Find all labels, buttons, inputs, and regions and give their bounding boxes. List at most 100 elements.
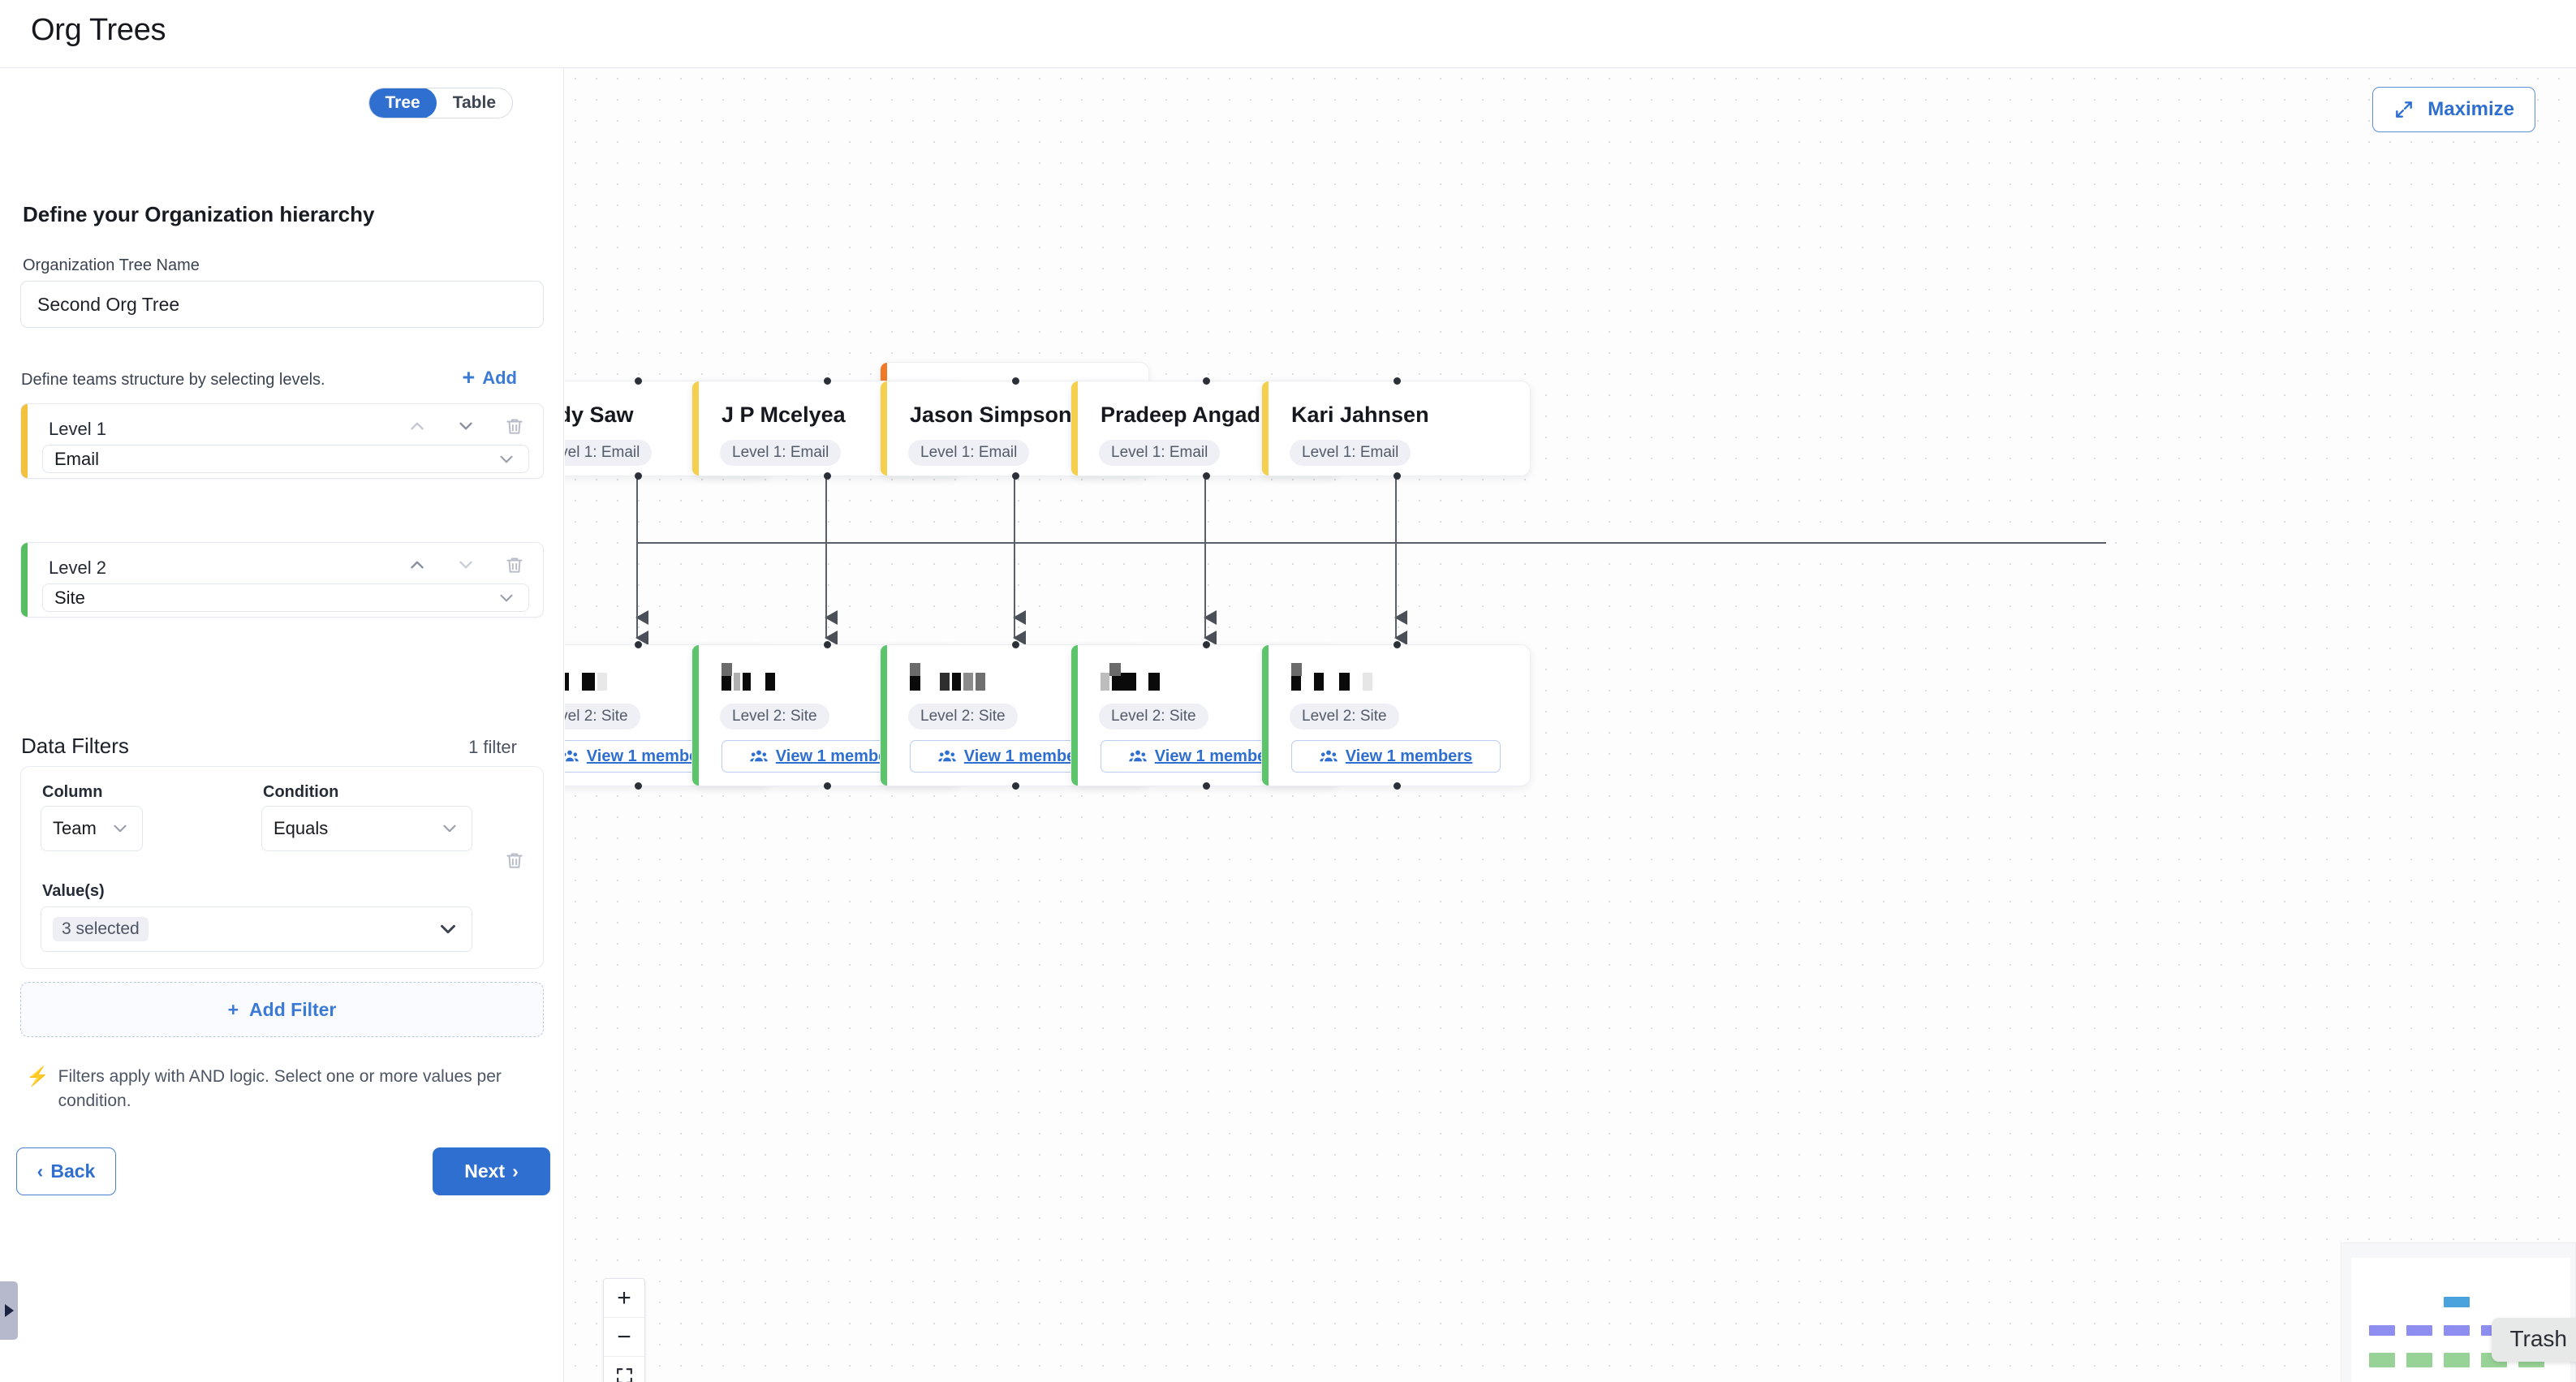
redacted-node-title [565,663,610,691]
node-port-bottom[interactable] [1012,472,1019,480]
node-stripe [692,381,699,476]
delete-level-icon[interactable] [504,415,525,437]
level-field-select[interactable]: Email [42,445,529,473]
node-port-bottom[interactable] [824,782,831,790]
filters-hint: ⚡ Filters apply with AND logic. Select o… [26,1065,529,1114]
move-up-icon[interactable] [407,415,428,437]
next-button[interactable]: Next › [433,1147,550,1195]
tree-name-input[interactable] [20,281,544,328]
view-members-button[interactable]: View 1 members [1291,740,1501,773]
node-port-top[interactable] [1394,641,1401,648]
minimap-node-level1 [2444,1325,2470,1336]
tree-node-level2[interactable]: Level 2: Site View 1 members [1261,641,1531,790]
minimap[interactable]: Trash [2341,1242,2576,1382]
chevron-down-icon [500,455,513,463]
level-name: Level 2 [49,558,106,578]
delete-level-icon[interactable] [504,554,525,575]
node-port-top[interactable] [1394,377,1401,385]
triangle-right-icon [4,1304,14,1317]
node-title: J P Mcelyea [722,403,846,427]
node-stripe [881,381,887,476]
values-chip: 3 selected [53,917,149,941]
sidebar-drawer-handle[interactable] [0,1281,18,1340]
node-level-badge: Level 1: Email [1099,440,1221,466]
members-icon [1128,750,1147,762]
tree-node-level1[interactable]: Pradeep Angadi Level 1: Email [1070,377,1340,480]
members-icon [937,750,956,762]
chevron-down-icon [443,824,456,833]
node-port-top[interactable] [635,377,642,385]
level-field-select[interactable]: Site [42,583,529,612]
minimap-node-root [2444,1297,2470,1307]
minimap-node-level1 [2369,1325,2395,1336]
zoom-out-button[interactable]: − [604,1318,644,1357]
node-port-top[interactable] [824,377,831,385]
column-label: Column [42,783,103,801]
lightning-icon: ⚡ [26,1066,50,1087]
toggle-tree[interactable]: Tree [368,88,437,118]
node-port-bottom[interactable] [635,472,642,480]
maximize-icon [2396,101,2413,118]
condition-select[interactable]: Equals [261,806,472,851]
plus-icon: + [462,365,476,390]
chevron-down-icon [114,824,127,833]
move-down-icon[interactable] [455,415,476,437]
values-multiselect[interactable]: 3 selected [41,906,472,952]
node-port-top[interactable] [1012,641,1019,648]
fit-view-button[interactable] [604,1357,644,1382]
node-stripe [1262,645,1269,786]
redacted-node-title [910,663,988,691]
delete-filter-icon[interactable] [504,850,525,871]
level-card-1[interactable]: Level 1 Email [20,403,544,479]
filters-hint-text: Filters apply with AND logic. Select one… [58,1067,502,1111]
tree-node-level1[interactable]: Kari Jahnsen Level 1: Email [1261,377,1531,480]
zoom-in-button[interactable]: + [604,1279,644,1318]
chevron-left-icon: ‹ [37,1160,44,1182]
node-port-bottom[interactable] [1394,472,1401,480]
node-level-badge: Level 2: Site [1099,704,1208,730]
add-filter-button[interactable]: + Add Filter [20,982,544,1037]
node-port-bottom[interactable] [1012,782,1019,790]
move-up-icon[interactable] [407,554,428,575]
node-stripe [1071,645,1078,786]
node-stripe [692,645,699,786]
redacted-node-title [1101,663,1162,691]
sidebar-panel: Tree Table Define your Organization hier… [0,68,564,1382]
toggle-table[interactable]: Table [452,93,496,112]
node-port-bottom[interactable] [635,782,642,790]
node-port-bottom[interactable] [1203,472,1210,480]
node-port-top[interactable] [1203,377,1210,385]
node-port-top[interactable] [1012,377,1019,385]
page-title: Org Trees [31,13,166,47]
add-level-label: Add [482,367,517,388]
org-tree-canvas[interactable]: Maximize [565,68,2576,1382]
node-port-top[interactable] [824,641,831,648]
levels-hint: Define teams structure by selecting leve… [21,371,325,389]
trash-tooltip: Trash [2492,1318,2576,1362]
level-card-2[interactable]: Level 2 Site [20,542,544,618]
fit-view-icon [616,1368,632,1382]
node-title: Pradeep Angadi [1101,403,1267,427]
column-select[interactable]: Team [41,806,143,851]
node-title: Judy Saw [565,403,634,427]
data-filters-title: Data Filters [21,734,129,758]
view-mode-toggle[interactable]: Tree Table [368,88,513,118]
add-filter-label: Add Filter [249,998,337,1020]
node-stripe [881,645,887,786]
node-title: Jason Simpson [910,403,1072,427]
node-port-top[interactable] [635,641,642,648]
node-port-bottom[interactable] [1394,782,1401,790]
top-bar: Org Trees [0,0,2576,68]
maximize-button[interactable]: Maximize [2372,87,2535,132]
add-level-button[interactable]: + Add [462,367,517,389]
node-port-bottom[interactable] [1203,782,1210,790]
zoom-controls[interactable]: + − [603,1278,645,1382]
node-port-bottom[interactable] [824,472,831,480]
filter-card: Column Team Condition Equals Value(s) 3 … [20,766,544,969]
move-down-icon[interactable] [455,554,476,575]
column-value: Team [53,818,97,838]
level-name: Level 1 [49,419,106,439]
node-port-top[interactable] [1203,641,1210,648]
back-label: Back [50,1160,96,1182]
back-button[interactable]: ‹ Back [16,1147,116,1195]
